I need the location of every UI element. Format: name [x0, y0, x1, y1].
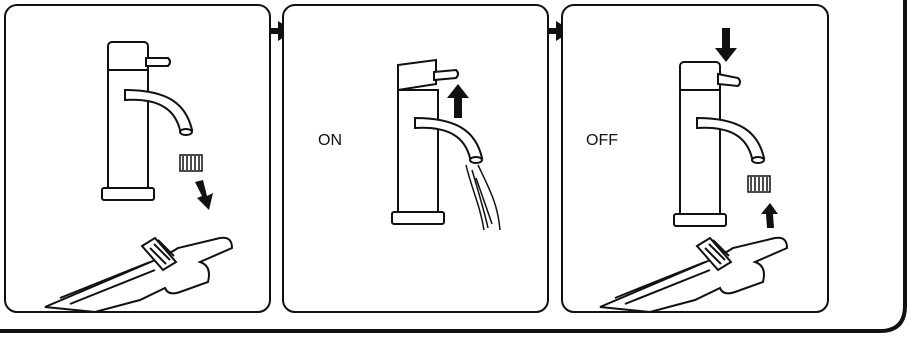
wrench-icon: [599, 236, 789, 314]
state-label-on: ON: [318, 132, 342, 149]
faucet-icon: [673, 61, 766, 227]
arrow-up-icon: [447, 84, 469, 118]
aerator-icon: [179, 154, 203, 172]
wrench-icon: [44, 236, 234, 314]
outer-frame: [0, 0, 907, 333]
arrow-down-right-icon: [195, 180, 213, 210]
arrow-up-small-icon: [761, 203, 778, 228]
faucet-icon: [101, 41, 194, 201]
panel-2: ON: [282, 4, 549, 313]
aerator-icon: [747, 175, 771, 193]
faucet-icon: [391, 58, 484, 225]
arrow-down-icon: [715, 28, 737, 62]
state-label-off: OFF: [586, 132, 618, 149]
panel-1: [4, 4, 271, 314]
panel-3: OFF: [561, 4, 829, 314]
water-stream-icon: [465, 164, 501, 231]
